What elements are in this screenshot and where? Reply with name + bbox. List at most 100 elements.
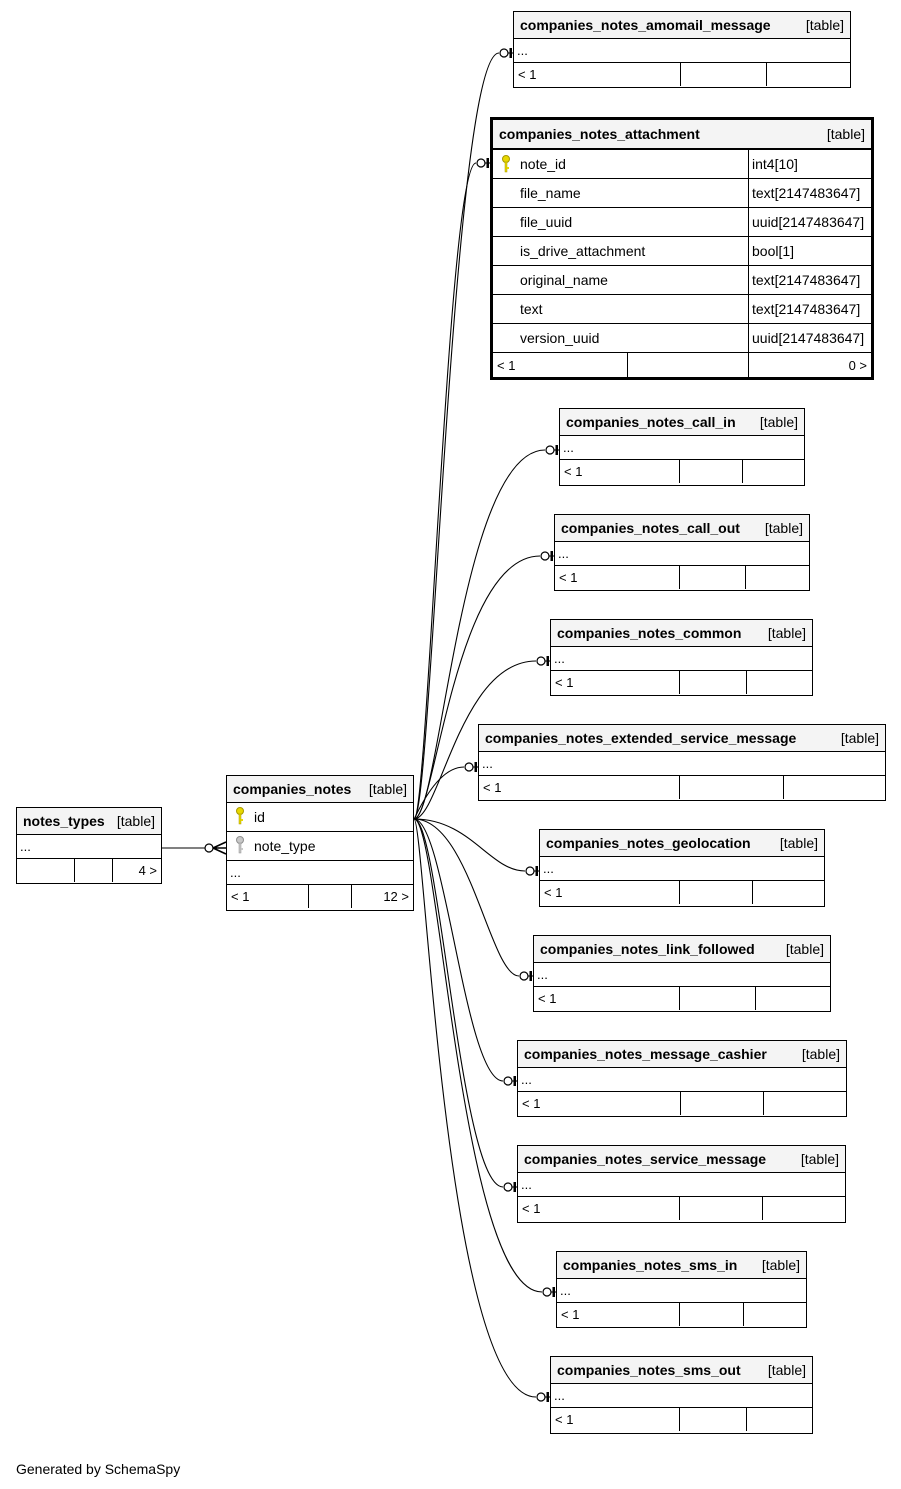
table-name: notes_types bbox=[23, 813, 105, 829]
table-companies-notes-call-in[interactable]: companies_notes_call_in[table] ... < 1 bbox=[559, 408, 805, 486]
ellipsis: ... bbox=[554, 1387, 565, 1403]
table-companies-notes-geolocation[interactable]: companies_notes_geolocation[table] ... <… bbox=[539, 829, 825, 907]
column-name: text bbox=[520, 301, 543, 317]
foot-cell-parents[interactable]: < 1 bbox=[540, 881, 680, 904]
foot-cell-parents[interactable]: < 1 bbox=[479, 776, 680, 799]
foot-cell-parents[interactable]: < 1 bbox=[514, 63, 681, 86]
column-name: is_drive_attachment bbox=[520, 243, 646, 259]
one-marker-icon bbox=[546, 656, 549, 666]
table-companies-notes[interactable]: companies_notes[table] id note_type ... … bbox=[226, 775, 414, 911]
generated-by-footer: Generated by SchemaSpy bbox=[16, 1461, 181, 1477]
foot-cell bbox=[680, 881, 753, 904]
table-name: companies_notes_extended_service_message bbox=[485, 730, 797, 746]
one-marker-icon bbox=[474, 762, 477, 772]
table-companies-notes-link-followed[interactable]: companies_notes_link_followed[table] ...… bbox=[533, 935, 831, 1012]
foot-cell bbox=[680, 460, 743, 483]
column-row: file_name text[2147483647] bbox=[493, 179, 871, 208]
table-companies-notes-common[interactable]: companies_notes_common [table] ... < 1 bbox=[550, 619, 813, 696]
ellipsis: ... bbox=[554, 650, 565, 666]
table-type: [table] bbox=[116, 813, 155, 829]
column-name: note_type bbox=[254, 838, 316, 854]
table-name: companies_notes_common bbox=[557, 625, 742, 641]
table-notes-types[interactable]: notes_types [table] ... 4 > bbox=[16, 807, 162, 884]
zero-marker-icon bbox=[204, 843, 214, 853]
column-name: note_id bbox=[520, 156, 566, 172]
edge-geolocation bbox=[413, 818, 526, 872]
primary-key-icon bbox=[236, 807, 244, 825]
table-companies-notes-amomail-message[interactable]: companies_notes_amomail_message[table] .… bbox=[513, 11, 851, 88]
column-type: text[2147483647] bbox=[752, 272, 861, 288]
foot-cell-children[interactable]: 4 > bbox=[138, 863, 157, 878]
zero-marker-icon bbox=[536, 1392, 546, 1402]
table-type: [table] bbox=[840, 730, 879, 746]
column-row: note_id int4[10] bbox=[493, 150, 871, 179]
edge-amomail bbox=[413, 52, 500, 820]
foot-cell bbox=[628, 353, 749, 377]
foot-cell-parents[interactable]: < 1 bbox=[551, 1408, 680, 1431]
column-row: version_uuid uuid[2147483647] bbox=[493, 324, 871, 353]
foot-cell-parents[interactable]: < 1 bbox=[518, 1092, 681, 1115]
table-type: [table] bbox=[767, 1362, 806, 1378]
edge-attachment bbox=[413, 162, 477, 820]
column-name: original_name bbox=[520, 272, 608, 288]
column-type: int4[10] bbox=[752, 156, 798, 172]
foot-cell bbox=[680, 987, 756, 1010]
foot-cell bbox=[744, 1303, 806, 1326]
foot-cell bbox=[743, 460, 804, 483]
table-type: [table] bbox=[767, 625, 806, 641]
one-marker-icon bbox=[550, 551, 553, 561]
foot-cell bbox=[747, 671, 812, 694]
table-name: companies_notes_call_in bbox=[566, 414, 736, 430]
foot-cell bbox=[680, 671, 747, 694]
table-companies-notes-service-message[interactable]: companies_notes_service_message[table] .… bbox=[517, 1145, 846, 1223]
table-type: [table] bbox=[761, 1257, 800, 1273]
zero-marker-icon bbox=[540, 551, 550, 561]
table-name: companies_notes_sms_in bbox=[563, 1257, 738, 1273]
ellipsis: ... bbox=[537, 966, 548, 982]
edge-extended bbox=[413, 766, 465, 820]
ellipsis: ... bbox=[230, 864, 241, 880]
zero-marker-icon bbox=[519, 971, 529, 981]
table-companies-notes-sms-in[interactable]: companies_notes_sms_in[table] ... < 1 bbox=[556, 1251, 807, 1328]
column-type: uuid[2147483647] bbox=[752, 214, 865, 230]
column-name: file_name bbox=[520, 185, 581, 201]
table-name: companies_notes_call_out bbox=[561, 520, 740, 536]
foot-cell-parents[interactable]: < 1 bbox=[557, 1303, 680, 1326]
foot-cell-parents[interactable]: < 1 bbox=[555, 566, 680, 589]
foot-cell-parents[interactable]: < 1 bbox=[518, 1197, 680, 1220]
one-marker-icon bbox=[552, 1287, 555, 1297]
foot-cell-parents[interactable]: < 1 bbox=[534, 987, 680, 1010]
table-companies-notes-message-cashier[interactable]: companies_notes_message_cashier[table] .… bbox=[517, 1040, 847, 1117]
foot-cell bbox=[680, 1408, 747, 1431]
table-companies-notes-extended-service-message[interactable]: companies_notes_extended_service_message… bbox=[478, 724, 886, 801]
zero-marker-icon bbox=[536, 656, 546, 666]
column-name: file_uuid bbox=[520, 214, 573, 230]
foot-cell bbox=[746, 566, 809, 589]
table-companies-notes-sms-out[interactable]: companies_notes_sms_out[table] ... < 1 bbox=[550, 1356, 813, 1434]
foot-cell bbox=[680, 1303, 744, 1326]
table-name: companies_notes_geolocation bbox=[546, 835, 751, 851]
table-companies-notes-attachment[interactable]: companies_notes_attachment[table] note_i… bbox=[490, 117, 874, 380]
table-companies-notes-call-out[interactable]: companies_notes_call_out[table] ... < 1 bbox=[554, 514, 810, 591]
foot-cell bbox=[763, 1197, 845, 1220]
primary-key-icon bbox=[502, 155, 510, 173]
foot-cell-parents[interactable]: < 1 bbox=[493, 353, 628, 377]
zero-marker-icon bbox=[464, 762, 474, 772]
foot-cell-parents[interactable]: < 1 bbox=[560, 460, 680, 483]
table-type: [table] bbox=[785, 941, 824, 957]
foot-cell-children[interactable]: 0 > bbox=[848, 357, 867, 373]
crows-foot-icon bbox=[212, 841, 227, 855]
table-type: [table] bbox=[805, 17, 844, 33]
ellipsis: ... bbox=[20, 838, 31, 854]
one-marker-icon bbox=[555, 445, 558, 455]
zero-marker-icon bbox=[503, 1182, 513, 1192]
foot-cell bbox=[309, 885, 352, 908]
foot-cell-parents[interactable]: < 1 bbox=[551, 671, 680, 694]
column-type: text[2147483647] bbox=[752, 301, 861, 317]
foot-cell-children[interactable]: 12 > bbox=[383, 889, 409, 904]
foot-cell bbox=[747, 1408, 812, 1431]
foot-cell-parents[interactable]: < 1 bbox=[227, 885, 309, 908]
one-marker-icon bbox=[513, 1182, 516, 1192]
table-type: [table] bbox=[764, 520, 803, 536]
